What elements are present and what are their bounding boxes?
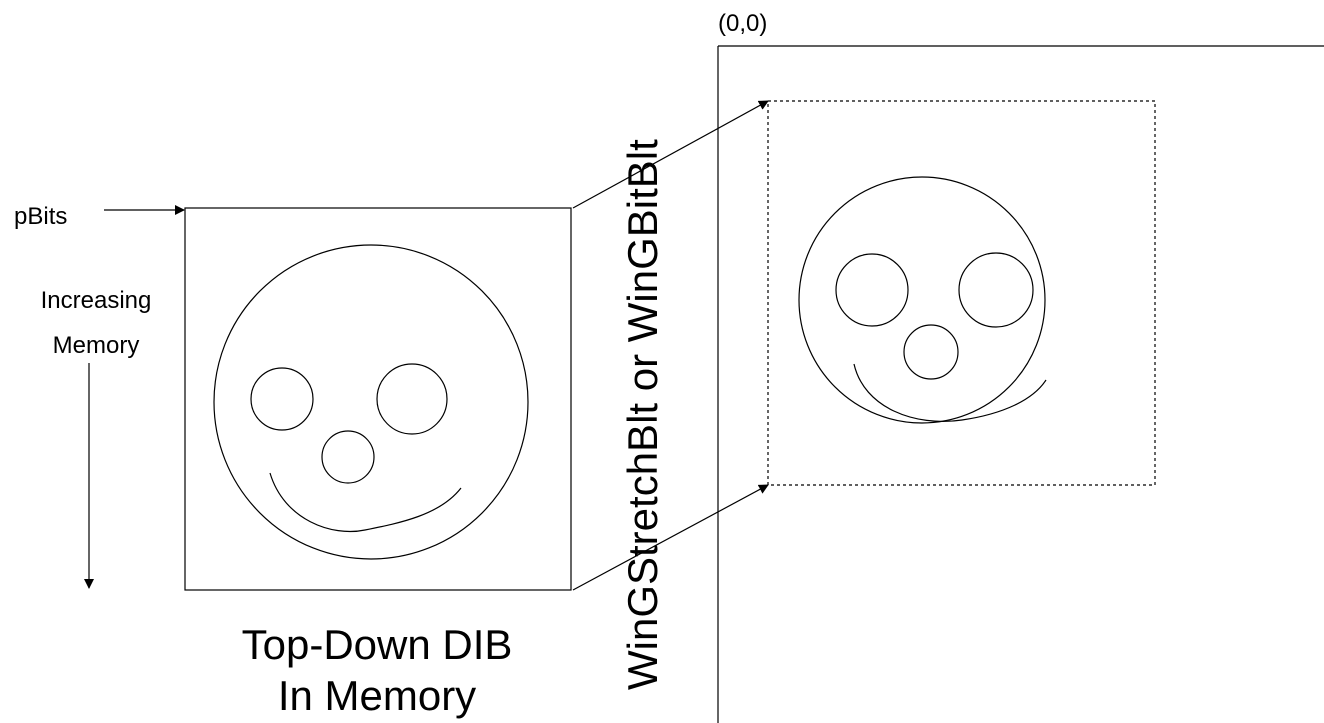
screen-nose xyxy=(903,324,959,380)
increasing-memory-label-line1: Increasing xyxy=(41,287,152,314)
dib-left-eye xyxy=(250,367,314,431)
dib-smile xyxy=(269,472,462,533)
blit-top-arrow xyxy=(572,100,769,209)
dib-face-outline xyxy=(213,244,529,560)
screen-left-eye xyxy=(835,253,909,327)
screen-dashed-region xyxy=(767,100,1156,486)
blit-bottom-arrow xyxy=(572,484,769,591)
dib-nose xyxy=(321,430,375,484)
pbits-label: pBits xyxy=(14,203,67,230)
dib-caption-line2: In Memory xyxy=(278,672,476,719)
dib-caption-line1: Top-Down DIB xyxy=(242,621,513,668)
dib-right-eye xyxy=(376,363,448,435)
blit-function-label: WinGStretchBlt or WinGBitBlt xyxy=(619,139,666,690)
dib-smiley-face xyxy=(213,244,529,560)
origin-label: (0,0) xyxy=(718,10,767,37)
screen-smiley-face xyxy=(798,176,1047,424)
increasing-memory-label-line2: Memory xyxy=(53,332,140,359)
screen-face-outline xyxy=(798,176,1046,424)
screen-right-eye xyxy=(958,252,1034,328)
dib-memory-box xyxy=(184,207,572,591)
screen-smile xyxy=(853,363,1047,422)
